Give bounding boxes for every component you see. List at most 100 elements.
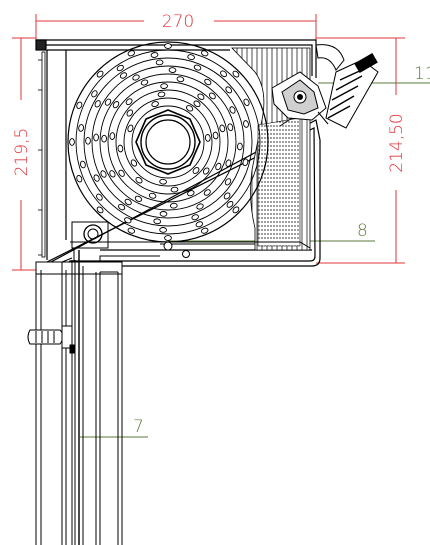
roll-outer-ring — [67, 41, 269, 243]
slat-knuckle — [151, 101, 159, 108]
slat-knuckle — [202, 167, 210, 175]
rolled-curtain — [67, 41, 269, 243]
slat-knuckle — [150, 52, 159, 58]
slat-knuckle — [243, 98, 250, 106]
slat-knuckle — [193, 64, 202, 71]
housing-top-left-corner — [35, 39, 47, 51]
slat-knuckle — [212, 131, 219, 140]
callout-11-label: 11 — [414, 64, 430, 84]
slat-knuckle — [127, 227, 136, 234]
roller-shaft — [135, 109, 201, 175]
slat-knuckle — [187, 54, 195, 61]
callout-8-label: 8 — [357, 221, 368, 241]
slat-knuckle — [170, 186, 179, 193]
window-handle — [27, 325, 76, 354]
slat-knuckle — [226, 201, 234, 208]
slat-knuckle — [91, 90, 98, 98]
slat-knuckle — [200, 227, 209, 234]
slat-knuckle — [159, 211, 168, 217]
slat-knuckle — [176, 76, 185, 83]
slat-knuckle — [109, 170, 116, 178]
slat-knuckle — [186, 105, 194, 112]
slat-knuckle — [127, 124, 134, 133]
width-dimension-label: 270 — [162, 12, 194, 32]
slat-knuckle — [148, 192, 157, 199]
slat-knuckle — [197, 93, 205, 100]
slat-knuckle — [187, 190, 195, 197]
slat-knuckle — [159, 227, 167, 233]
slat-knuckle — [242, 158, 249, 167]
shaft-inner-circle — [145, 119, 191, 165]
slat-knuckle — [85, 136, 91, 145]
slat-knuckle — [215, 162, 222, 171]
slat-knuckle — [127, 50, 136, 57]
slat-knuckle — [232, 70, 240, 78]
slat-knuckle — [126, 109, 134, 117]
slat-knuckle — [243, 120, 249, 128]
slat-knuckle — [93, 174, 100, 182]
slat-knuckle — [237, 142, 243, 151]
crank-arm — [325, 59, 379, 129]
slat-knuckle — [229, 106, 236, 114]
slat-knuckle — [79, 160, 86, 169]
slat-knuckle — [192, 167, 200, 174]
slat-knuckle — [203, 189, 211, 196]
slat-knuckle — [125, 98, 133, 106]
slat-knuckle — [117, 144, 124, 153]
slat-knuckle — [93, 133, 99, 142]
slat-knuckle — [76, 174, 83, 183]
shaft-outer-circle — [140, 114, 196, 170]
slat-knuckle — [159, 178, 167, 185]
slat-knuckle — [220, 70, 228, 78]
slat-knuckle — [160, 83, 168, 89]
slat-knuckle — [118, 203, 126, 211]
outlet-seal-left — [163, 241, 173, 251]
slat-knuckle — [101, 134, 107, 143]
slat-knuckle — [124, 198, 132, 206]
right-height-dimension-label: 214,50 — [387, 113, 407, 172]
window-handle-base — [61, 325, 73, 349]
slat-knuckle — [168, 67, 177, 73]
gearbox-bracket — [315, 44, 345, 71]
left-height-dimension-label: 219,5 — [12, 128, 32, 177]
slat-knuckle — [96, 70, 104, 78]
slat-knuckle — [204, 78, 212, 86]
slat-knuckles — [69, 43, 250, 241]
slat-knuckle — [116, 64, 124, 72]
slat-knuckle — [227, 123, 234, 132]
slat-knuckle — [132, 74, 140, 81]
slat-knuckle — [208, 92, 216, 100]
slat-knuckle — [225, 159, 232, 167]
left-wall-profile — [38, 51, 46, 258]
curtain-guide-strip — [257, 117, 301, 247]
slat-knuckle — [200, 50, 209, 57]
slat-knuckle — [94, 100, 101, 108]
slat-knuckle — [96, 193, 103, 201]
crank-arm-ribs — [327, 67, 367, 119]
slat-knuckle — [153, 218, 162, 225]
slat-knuckle — [164, 235, 172, 241]
crank-gearbox-assembly — [271, 44, 379, 129]
slat-knuckle — [96, 206, 104, 214]
slat-knuckle — [130, 159, 138, 167]
slat-knuckle — [104, 98, 112, 106]
window-frame-section — [35, 250, 123, 545]
slat-knuckle — [135, 176, 143, 184]
slat-knuckle — [164, 43, 172, 49]
outlet-seal-right — [182, 250, 190, 258]
slat-knuckle — [109, 132, 116, 140]
slat-knuckle — [134, 195, 143, 202]
slat-knuckle — [224, 178, 232, 186]
shaft-octagon — [135, 109, 201, 175]
slat-knuckle — [195, 221, 204, 228]
slat-knuckle — [118, 169, 125, 177]
slat-knuckle — [155, 59, 164, 66]
slat-knuckle — [225, 86, 233, 94]
slat-knuckle — [112, 101, 120, 109]
slat-knuckle — [119, 72, 128, 79]
slat-knuckle — [76, 101, 83, 110]
slat-knuckle — [196, 203, 204, 210]
slat-knuckle — [191, 214, 199, 221]
slat-knuckle — [124, 217, 132, 224]
